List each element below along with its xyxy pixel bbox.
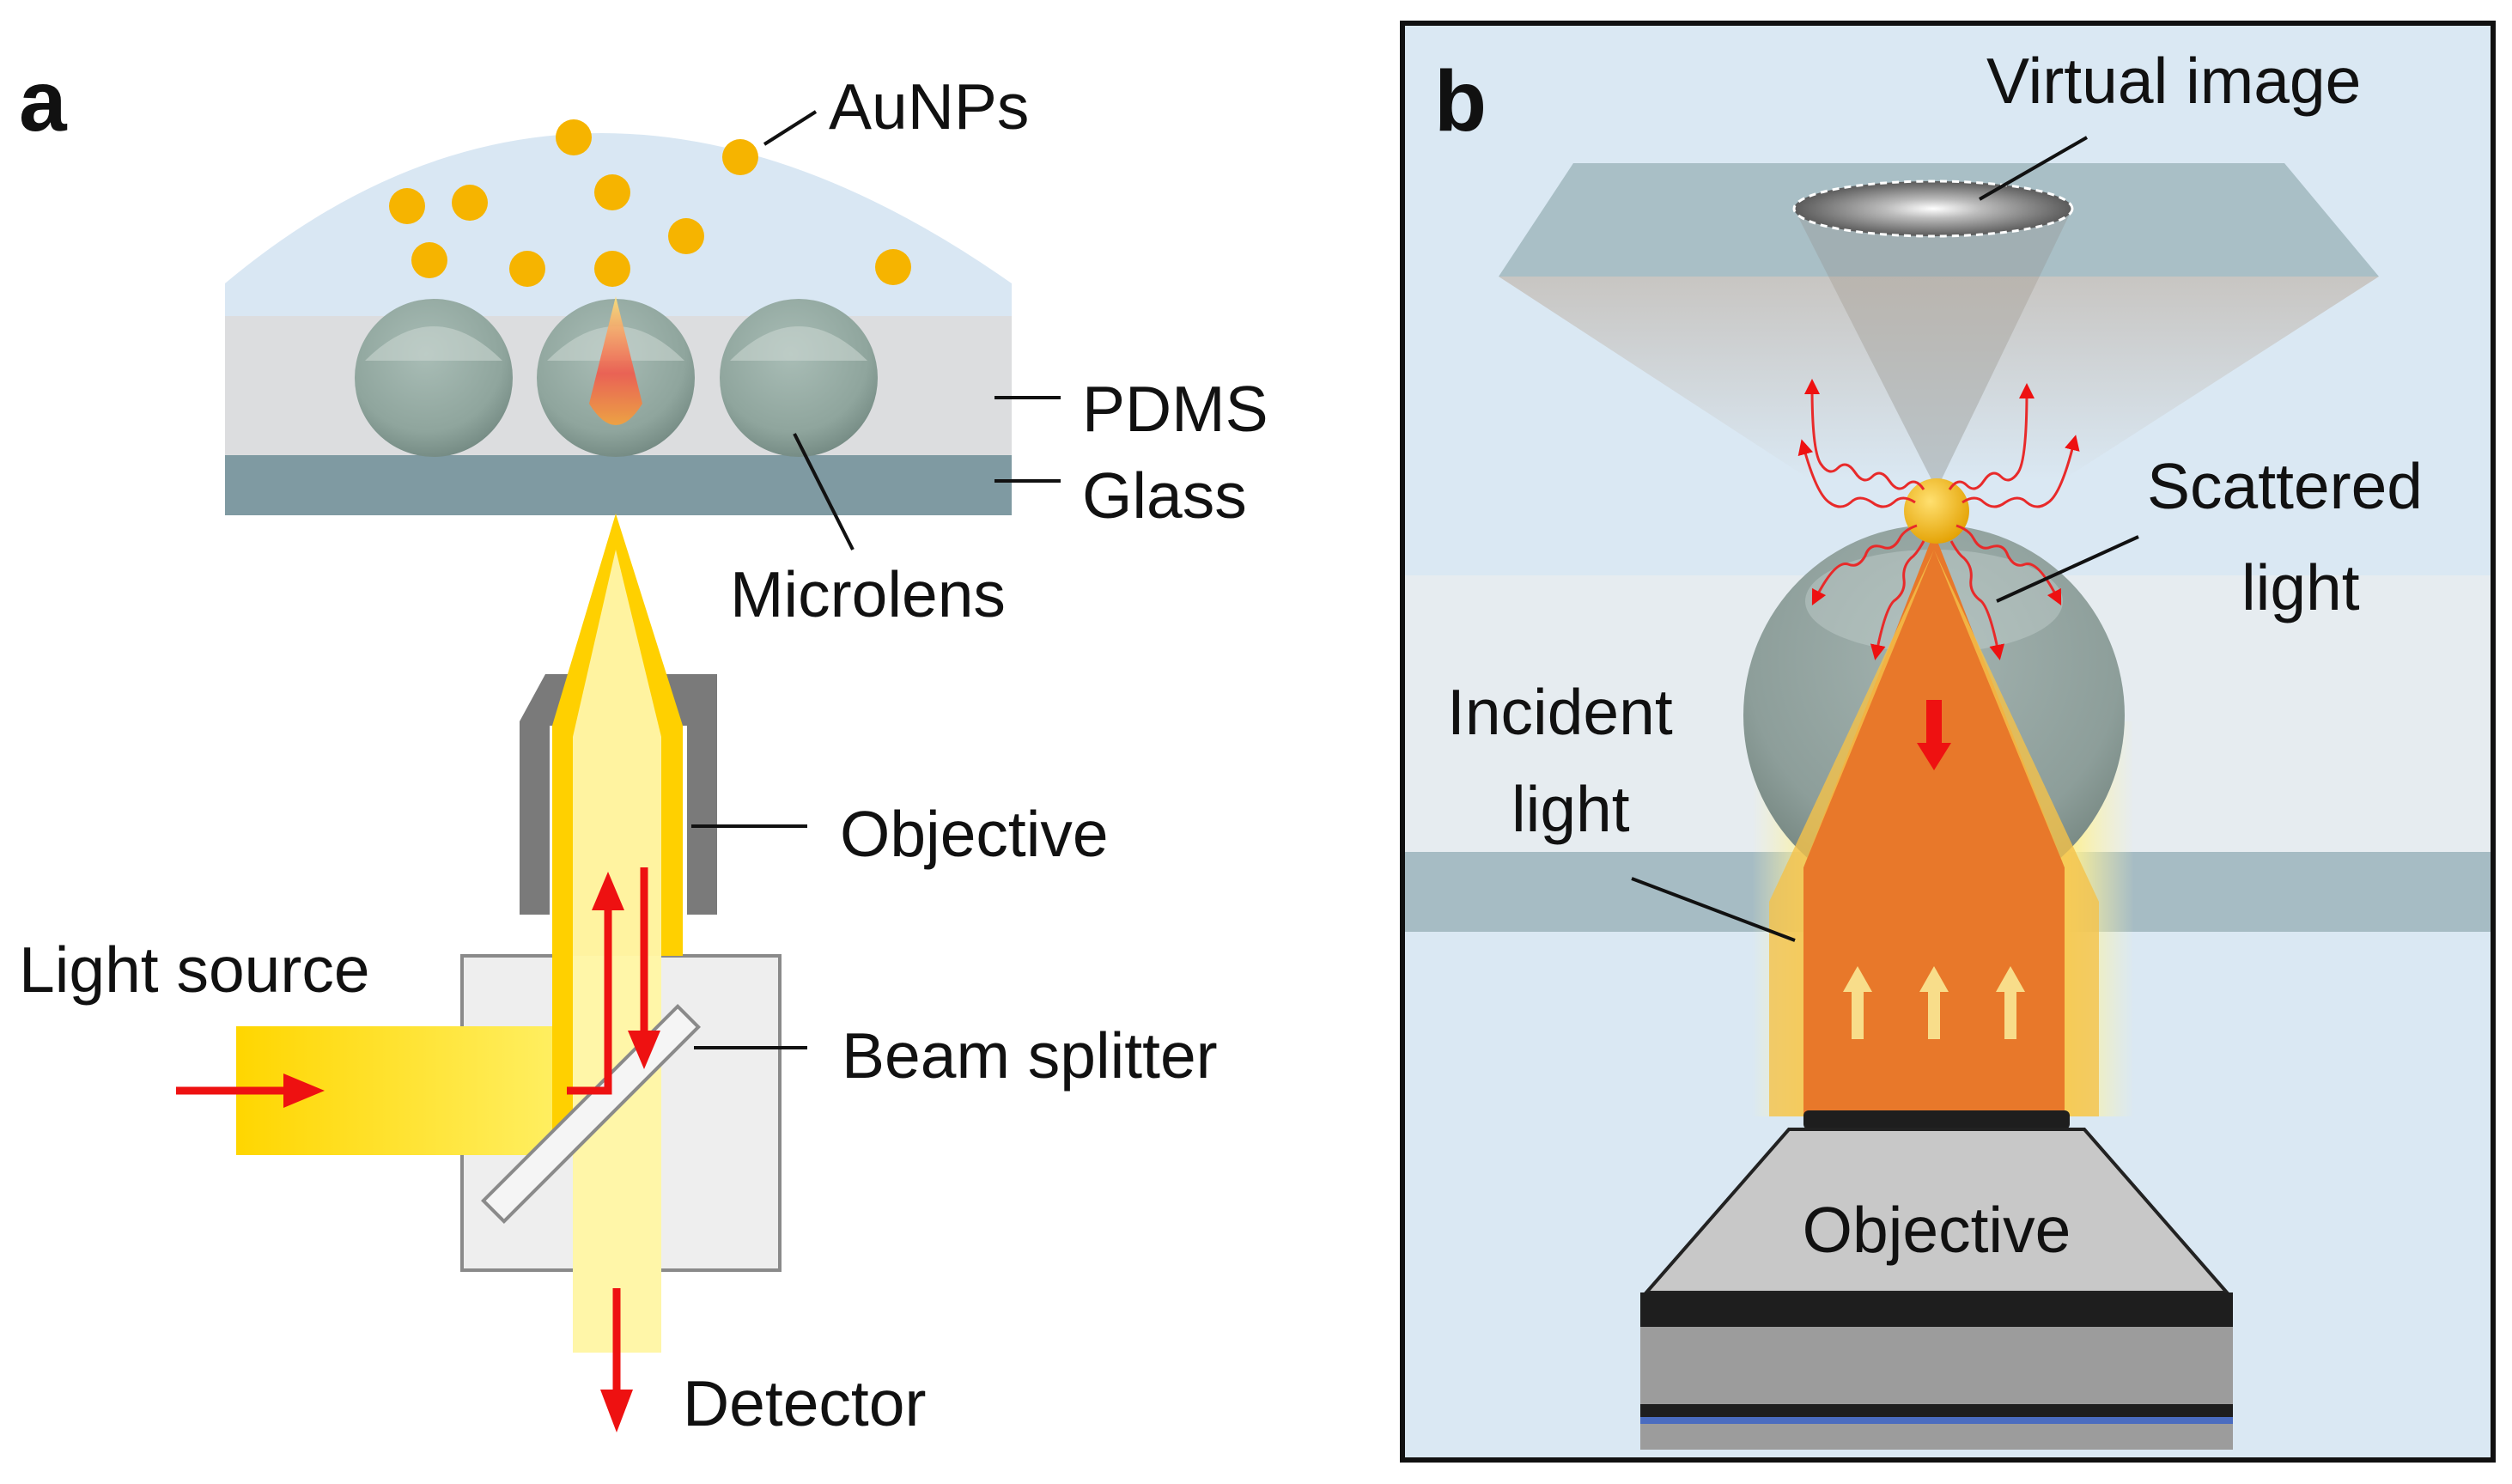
aunp xyxy=(452,185,488,221)
leader-lines-a xyxy=(691,110,1061,1049)
scattered-light-rays xyxy=(1797,379,2080,660)
objective-base xyxy=(1640,1424,2233,1450)
scatter-ray xyxy=(1955,524,2062,606)
upward-arrow xyxy=(567,906,612,1095)
gold-nanoparticles xyxy=(389,119,911,287)
label-virtual-image: Virtual image xyxy=(1986,45,2361,117)
panel-b-letter: b xyxy=(1434,53,1487,149)
up-arrow-head xyxy=(1996,966,2025,992)
scatter-haze xyxy=(1499,277,2379,481)
detector-arrow-head xyxy=(600,1390,633,1432)
panel-a-letter: a xyxy=(19,53,68,149)
label-incident: Incident xyxy=(1447,676,1673,748)
aunp xyxy=(389,188,425,224)
gold-nanoparticle xyxy=(1904,478,1969,544)
photonic-nanojet xyxy=(589,296,642,425)
label-microlens: Microlens xyxy=(730,558,1006,630)
label-glass: Glass xyxy=(1082,459,1247,532)
panel-b: b Virtual image Scattered light Incident… xyxy=(1400,21,2496,1463)
label-incident-light: light xyxy=(1511,773,1630,845)
incident-beam-edge-right xyxy=(1934,550,2099,1116)
red-arrows xyxy=(176,867,660,1432)
incident-beam-edge-left xyxy=(1769,550,1934,1116)
reflected-arrow xyxy=(1917,700,1951,770)
droplet-medium xyxy=(225,133,1012,319)
label-beam-splitter: Beam splitter xyxy=(842,1019,1218,1092)
label-pdms: PDMS xyxy=(1082,373,1268,445)
label-aunps: AuNPs xyxy=(829,70,1029,143)
scatter-ray xyxy=(1949,540,2005,660)
up-arrow xyxy=(1928,988,1940,1039)
objective-band-dark xyxy=(1640,1292,2233,1327)
objective-band-gray xyxy=(1640,1327,2233,1404)
vertical-beam-inner xyxy=(573,550,661,956)
glass-layer xyxy=(225,455,1012,515)
aunp xyxy=(594,174,630,210)
incident-beam xyxy=(1803,532,2065,1116)
label-objective-a: Objective xyxy=(840,798,1109,870)
downward-arrow-head xyxy=(628,1031,660,1069)
microlens-sphere xyxy=(355,299,513,457)
aunp xyxy=(668,218,704,254)
microlens-sphere xyxy=(720,299,878,457)
label-light-source: Light source xyxy=(19,934,370,1006)
aunp xyxy=(509,251,545,287)
objective-b xyxy=(1640,1110,2233,1450)
aunp xyxy=(594,251,630,287)
aunp xyxy=(556,119,592,155)
scatter-ray xyxy=(1948,383,2035,490)
input-arrow-head xyxy=(283,1073,325,1108)
scatter-ray xyxy=(1962,435,2080,508)
scatter-ray xyxy=(1870,540,1925,660)
virtual-image-spot xyxy=(1792,179,2074,238)
panel-a: a xyxy=(19,53,1268,1439)
objective-band-blue xyxy=(1640,1417,2233,1424)
aunp xyxy=(875,249,911,285)
label-scattered-light: light xyxy=(2241,551,2360,623)
incident-arrows xyxy=(1843,966,2025,1039)
upward-arrow-head xyxy=(592,872,624,910)
up-arrow-head xyxy=(1919,966,1949,992)
up-arrow-head xyxy=(1843,966,1872,992)
up-arrow xyxy=(1852,988,1864,1039)
up-arrow xyxy=(2004,988,2016,1039)
microlens-array xyxy=(355,296,878,457)
label-scattered: Scattered xyxy=(2147,450,2423,522)
label-objective-b: Objective xyxy=(1803,1194,2071,1266)
objective-top-cap xyxy=(1803,1110,2070,1129)
scatter-ray xyxy=(1797,439,1916,508)
aunp xyxy=(722,139,758,175)
scatter-ray xyxy=(1804,379,1925,490)
label-detector: Detector xyxy=(683,1367,926,1439)
scatter-ray xyxy=(1811,524,1918,606)
leader-lines-b xyxy=(1631,136,2139,942)
aunp xyxy=(411,242,447,278)
